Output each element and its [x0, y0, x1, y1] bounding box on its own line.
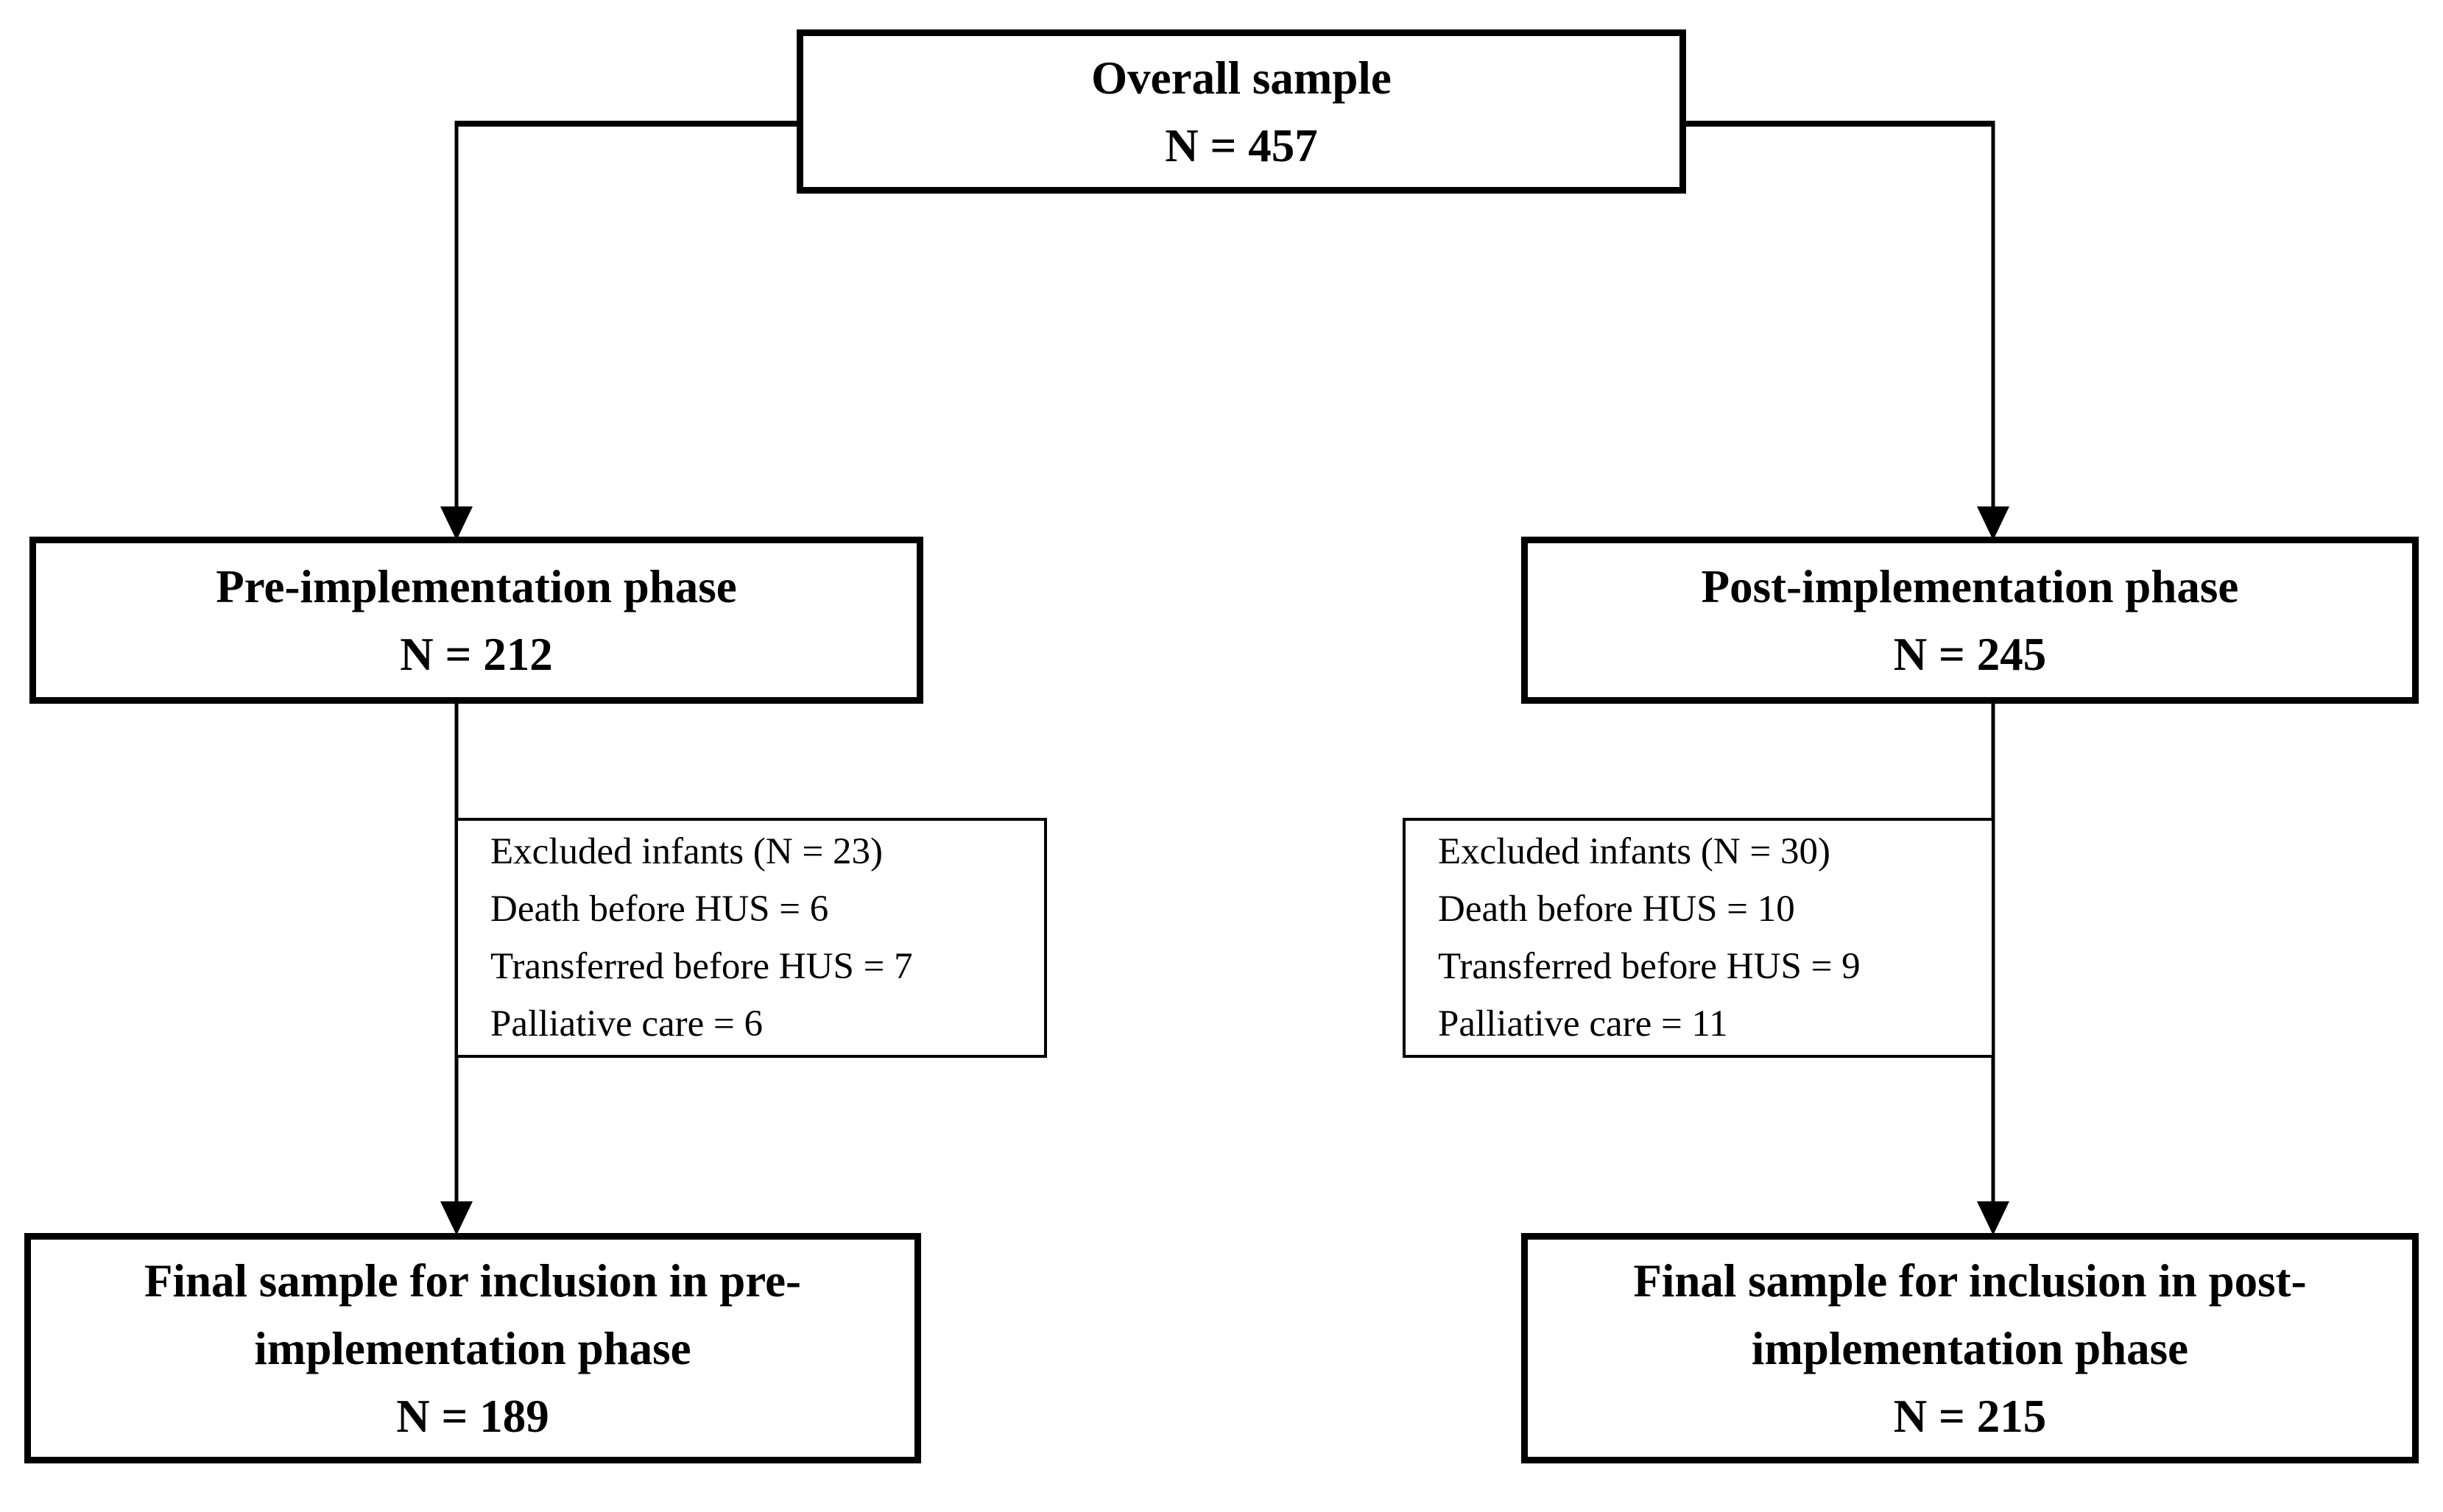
box-text-line: Final sample for inclusion in post-	[1633, 1254, 2307, 1307]
pre-implementation-phase-box: Pre-implementation phase N = 212	[29, 537, 923, 704]
box-text-line: Post-implementation phase	[1701, 560, 2239, 612]
box-text-line: N = 189	[396, 1390, 549, 1442]
down-arrowhead-icon	[440, 506, 473, 540]
box-text-line: Transferred before HUS = 9	[1438, 946, 1861, 987]
box-text-line: N = 245	[1893, 628, 2047, 680]
box-text-line: Palliative care = 6	[490, 1003, 764, 1045]
box-text-line: N = 457	[1165, 119, 1318, 172]
final-sample-post-box: Final sample for inclusion in post- impl…	[1521, 1233, 2419, 1463]
box-text-line: N = 212	[400, 628, 553, 680]
overall-sample-box: Overall sample N = 457	[797, 29, 1686, 194]
down-arrowhead-icon	[1977, 1201, 2009, 1235]
box-text-line: Overall sample	[1091, 52, 1392, 104]
box-text-line: Death before HUS = 10	[1438, 889, 1795, 930]
excluded-infants-pre-box: Excluded infants (N = 23) Death before H…	[455, 818, 1047, 1058]
box-text-line: N = 215	[1893, 1390, 2047, 1442]
box-text-line: implementation phase	[254, 1322, 691, 1374]
down-arrowhead-icon	[1977, 506, 2009, 540]
box-text-line: implementation phase	[1751, 1322, 2189, 1374]
final-sample-pre-box: Final sample for inclusion in pre- imple…	[24, 1233, 921, 1463]
box-text-line: Excluded infants (N = 30)	[1438, 831, 1830, 872]
box-text-line: Death before HUS = 6	[490, 889, 829, 930]
box-text-line: Pre-implementation phase	[216, 560, 737, 612]
post-implementation-phase-box: Post-implementation phase N = 245	[1521, 537, 2419, 704]
down-arrowhead-icon	[440, 1201, 473, 1235]
box-text-line: Palliative care = 11	[1438, 1003, 1728, 1045]
box-text-line: Final sample for inclusion in pre-	[144, 1254, 802, 1307]
box-text-line: Excluded infants (N = 23)	[490, 831, 883, 872]
box-text-line: Transferred before HUS = 7	[490, 946, 913, 987]
excluded-infants-post-box: Excluded infants (N = 30) Death before H…	[1403, 818, 1995, 1058]
